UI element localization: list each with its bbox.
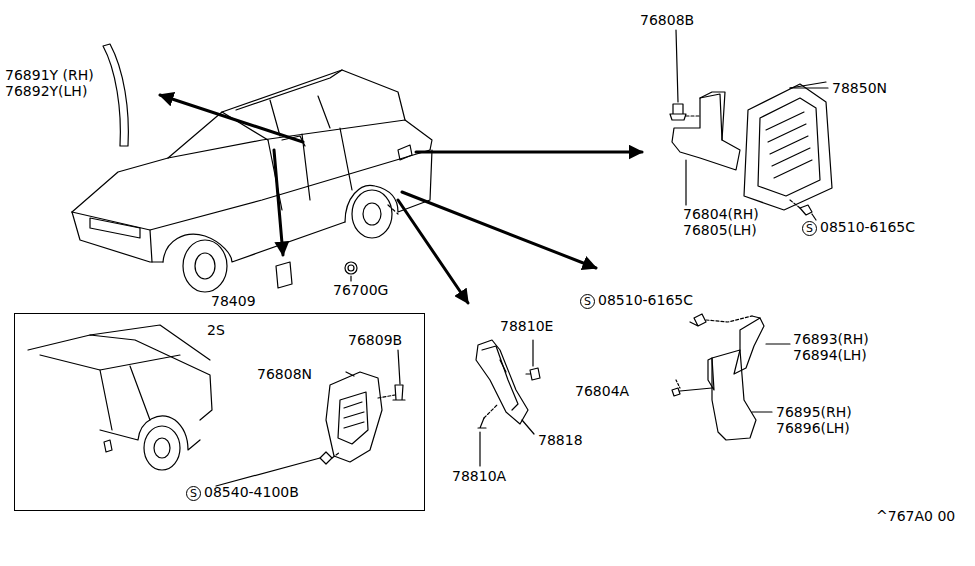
part-number: 08510-6165C — [598, 292, 693, 308]
part-number: 76895(RH) — [776, 404, 852, 420]
car-body — [72, 70, 432, 292]
part-number: 76892Y(LH) — [5, 83, 87, 99]
part-number: 76700G — [333, 282, 388, 298]
part-number: 78810A — [452, 468, 506, 484]
plate — [276, 262, 292, 288]
standard-part-mark: S — [802, 221, 817, 236]
inset-car — [28, 325, 212, 470]
part-number: 78810E — [500, 318, 553, 334]
part-number: 08510-6165C — [820, 219, 915, 235]
part-number: 78818 — [538, 432, 583, 448]
part-number: 76896(LH) — [776, 420, 850, 436]
standard-part-mark: S — [580, 294, 595, 309]
part-number: 76894(LH) — [793, 347, 867, 363]
part-number: 76805(LH) — [683, 222, 757, 238]
part-number: 76893(RH) — [793, 331, 869, 347]
part-number: 76804(RH) — [683, 206, 759, 222]
pointer-arrows — [160, 95, 642, 303]
pillar-trim — [103, 44, 128, 146]
part-number: 76808B — [640, 12, 694, 28]
part-number: 76808N — [257, 366, 312, 382]
part-number: 76804A — [575, 383, 629, 399]
part-number: 08540-4100B — [204, 484, 299, 500]
standard-part-mark: S — [186, 486, 201, 501]
part-number: 78409 — [211, 293, 256, 309]
part-number: 76809B — [348, 332, 402, 348]
variant-code: 2S — [207, 322, 225, 338]
drawing-code: ^767A0 00 — [876, 508, 955, 524]
part-number: 78850N — [832, 80, 887, 96]
part-number: 76891Y (RH) — [5, 67, 94, 83]
